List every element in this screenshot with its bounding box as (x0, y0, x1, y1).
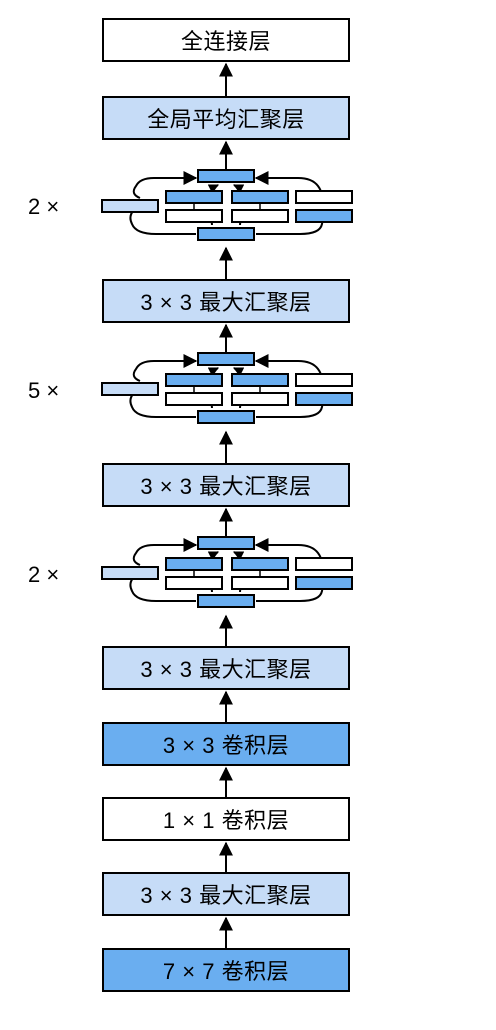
global-avg-pool-layer: 全局平均汇聚层 (102, 96, 350, 140)
repeat-count-top: 2 × (28, 194, 60, 219)
inception-block-bottom (102, 537, 352, 607)
fully-connected-layer: 全连接层 (102, 18, 350, 62)
repeat-count-bottom: 2 × (28, 562, 60, 587)
conv3x3-layer: 3 × 3 卷积层 (102, 722, 350, 766)
conv1x1-layer: 1 × 1 卷积层 (102, 797, 350, 841)
maxpool-layer-3: 3 × 3 最大汇聚层 (102, 463, 350, 507)
inception-block-middle (102, 353, 352, 423)
conv7x7-layer: 7 × 7 卷积层 (102, 948, 350, 992)
maxpool-layer-2: 3 × 3 最大汇聚层 (102, 646, 350, 690)
maxpool-layer-1: 3 × 3 最大汇聚层 (102, 872, 350, 916)
maxpool-layer-4: 3 × 3 最大汇聚层 (102, 279, 350, 323)
inception-block-top (102, 170, 352, 240)
repeat-count-middle: 5 × (28, 378, 60, 403)
